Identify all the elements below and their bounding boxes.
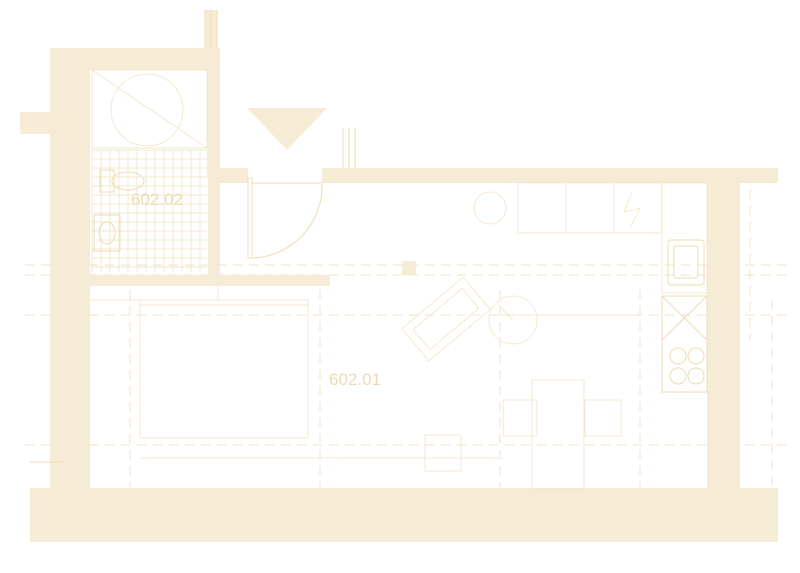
door-swing-icon: [247, 177, 323, 259]
wall-top: [220, 168, 248, 183]
sink-icon: [93, 214, 121, 252]
armchair: [401, 276, 491, 362]
wall-top-right: [322, 168, 778, 183]
room-outline: [90, 299, 640, 459]
bathroom: [91, 69, 208, 272]
wall-left: [50, 56, 90, 496]
bath-floor-tiles: [91, 149, 207, 272]
kitchen: [473, 182, 708, 393]
dining-set: [424, 379, 622, 491]
bed: [139, 286, 309, 439]
round-table: [488, 295, 538, 345]
windows: [30, 10, 356, 463]
wall-bottom: [30, 488, 778, 542]
wall-bath-right: [207, 48, 220, 178]
pillar: [402, 261, 416, 275]
room-label-main: 602.01: [329, 370, 381, 389]
toilet-icon: [99, 169, 145, 193]
wall-right: [707, 168, 740, 490]
wall-bath-partition: [90, 275, 330, 286]
wall-bath-top: [50, 48, 220, 70]
shower-icon: [91, 69, 208, 149]
wall-left-stub: [20, 112, 52, 134]
entrance-arrow-icon: [247, 108, 327, 150]
walls: [20, 10, 778, 542]
wall-bath-inner: [208, 176, 220, 276]
kitchen-sink-icon: [667, 239, 705, 286]
hob-icon: [661, 295, 708, 393]
room-label-bath: 602.02: [131, 190, 183, 209]
